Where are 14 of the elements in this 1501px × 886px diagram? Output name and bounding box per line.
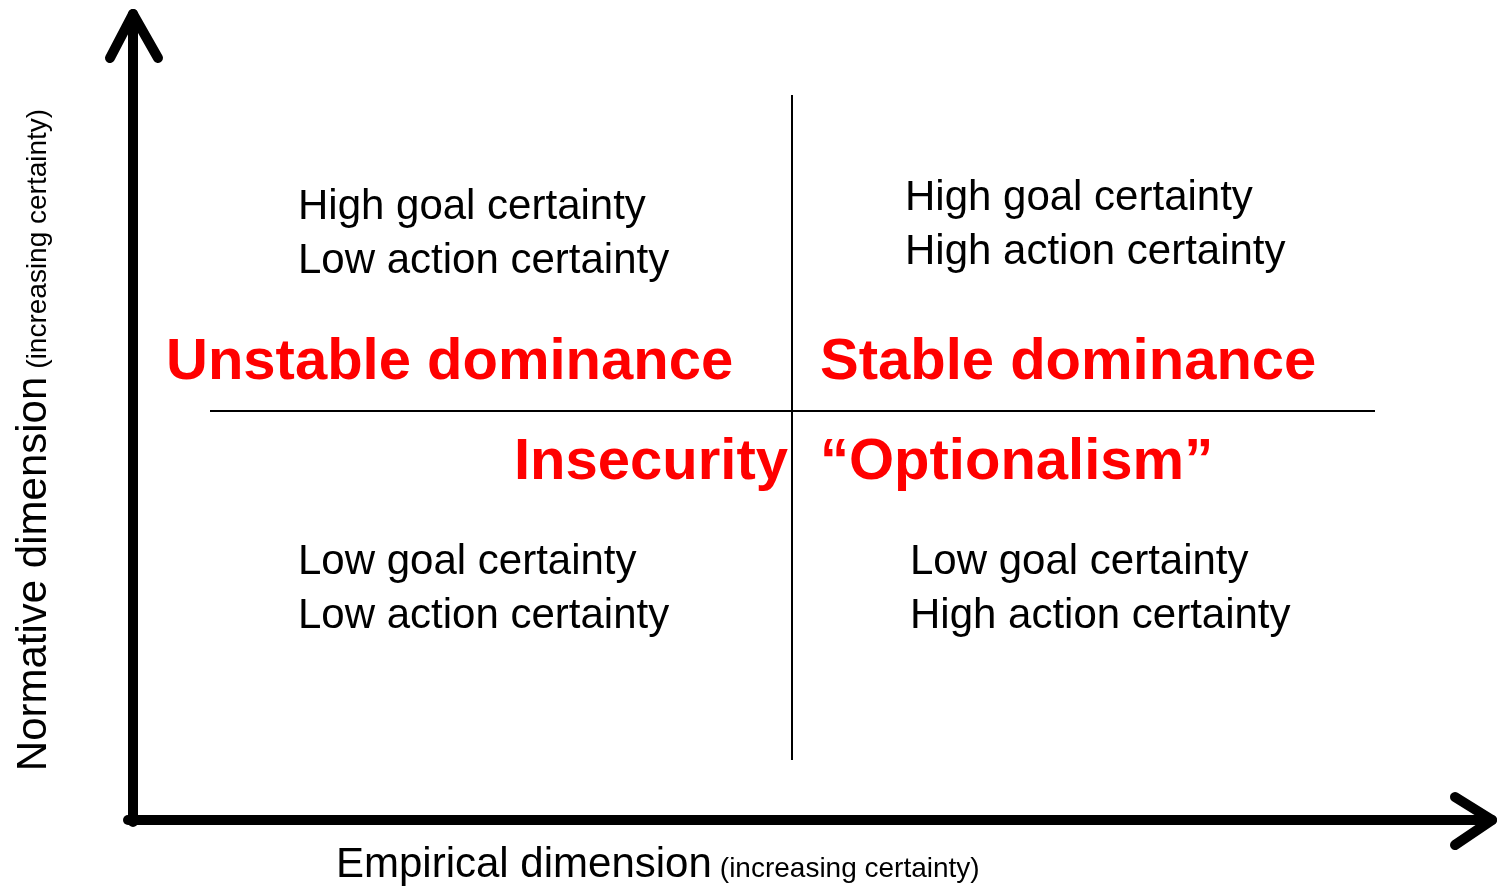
quadrant-description: High goal certainty (905, 175, 1253, 217)
quadrant-description: Low action certainty (298, 593, 670, 635)
axis-label: Normative dimension (11, 376, 53, 772)
quadrant-description: Low goal certainty (298, 539, 637, 581)
quadrant-description: Low action certainty (298, 238, 670, 280)
axis-label: Empirical dimension (336, 842, 712, 884)
axis-label-note: (increasing certainty) (23, 108, 51, 369)
quadrant-title: Stable dominance (820, 330, 1317, 388)
quadrant-title: Unstable dominance (166, 330, 734, 388)
quadrant-description: High goal certainty (298, 184, 646, 226)
quadrant-description: High action certainty (910, 593, 1291, 635)
axis-label-note: (increasing certainty) (719, 854, 980, 882)
quadrant-description: Low goal certainty (910, 539, 1249, 581)
quadrant-description: High action certainty (905, 229, 1286, 271)
